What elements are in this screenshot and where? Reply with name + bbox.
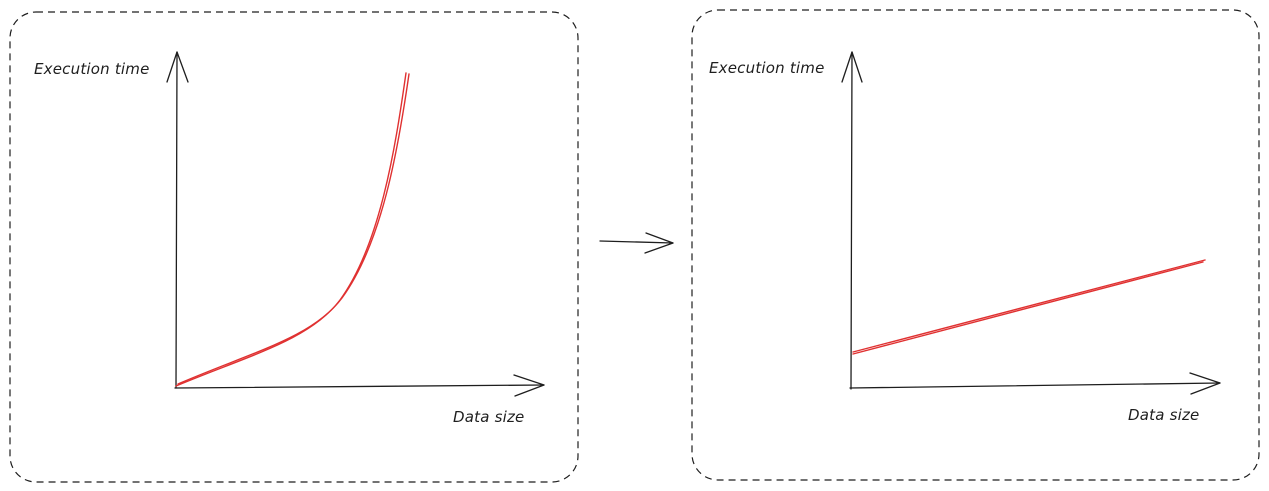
left-y-axis	[175, 51, 178, 389]
left-y-axis-arrowhead	[166, 51, 189, 83]
right-linear-line	[852, 259, 1206, 353]
right-panel-frame	[691, 9, 1260, 481]
right-y-axis	[850, 51, 853, 390]
right-y-axis-arrowhead	[841, 51, 863, 83]
transition-arrow-shaft	[599, 240, 674, 244]
right-panel: Execution time Data size	[691, 9, 1260, 481]
left-x-axis-label: Data size	[453, 408, 524, 426]
left-exponential-curve	[175, 72, 407, 387]
left-panel: Execution time Data size	[9, 11, 579, 483]
right-x-axis	[849, 382, 1221, 389]
left-exponential-curve-stroke-2	[177, 73, 410, 385]
left-x-axis	[174, 384, 545, 389]
transition-arrow-head	[644, 232, 674, 254]
right-x-axis-label: Data size	[1128, 406, 1199, 424]
right-x-axis-arrowhead	[1189, 372, 1221, 395]
left-x-axis-arrowhead	[513, 374, 545, 397]
arrow-right-icon	[599, 232, 674, 254]
right-linear-line-stroke-2	[852, 261, 1204, 355]
right-y-axis-label: Execution time	[709, 59, 825, 77]
left-y-axis-label: Execution time	[34, 60, 150, 78]
left-panel-frame	[9, 11, 579, 483]
